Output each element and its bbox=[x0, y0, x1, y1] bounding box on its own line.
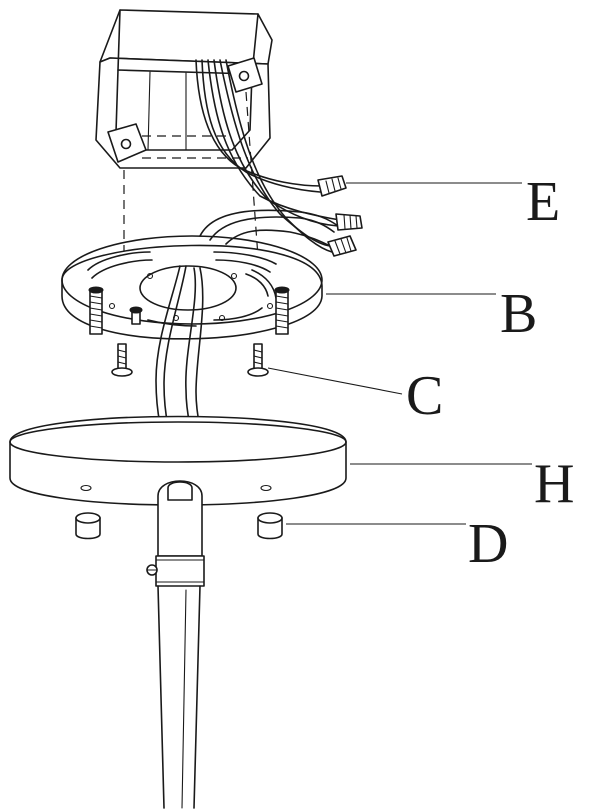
threaded-studs bbox=[88, 286, 290, 335]
wire-nut-1 bbox=[317, 175, 347, 197]
junction-box bbox=[95, 9, 273, 169]
label-e: E bbox=[526, 171, 560, 233]
mounting-screws bbox=[111, 343, 269, 377]
mounting-screw-left bbox=[111, 343, 133, 377]
wire-nut-3 bbox=[327, 235, 357, 257]
callout-labels: E B C H D bbox=[406, 171, 574, 575]
canopy bbox=[9, 415, 347, 506]
mounting-plate bbox=[61, 235, 323, 340]
leader-c bbox=[267, 367, 403, 395]
cap-nuts bbox=[75, 512, 283, 540]
label-h: H bbox=[534, 453, 574, 515]
label-d: D bbox=[468, 513, 508, 575]
supply-wires bbox=[195, 59, 341, 253]
downrod-assembly bbox=[146, 480, 205, 809]
wire-nut-2 bbox=[335, 213, 363, 231]
cap-nut-right bbox=[257, 512, 283, 540]
cap-nut-left bbox=[75, 512, 101, 540]
threaded-stud-right bbox=[274, 286, 290, 335]
label-c: C bbox=[406, 365, 443, 427]
label-b: B bbox=[500, 283, 537, 345]
threaded-stud-left bbox=[88, 286, 104, 335]
mounting-screw-right bbox=[247, 343, 269, 377]
wire-nuts bbox=[317, 175, 363, 257]
leader-lines bbox=[267, 182, 532, 525]
